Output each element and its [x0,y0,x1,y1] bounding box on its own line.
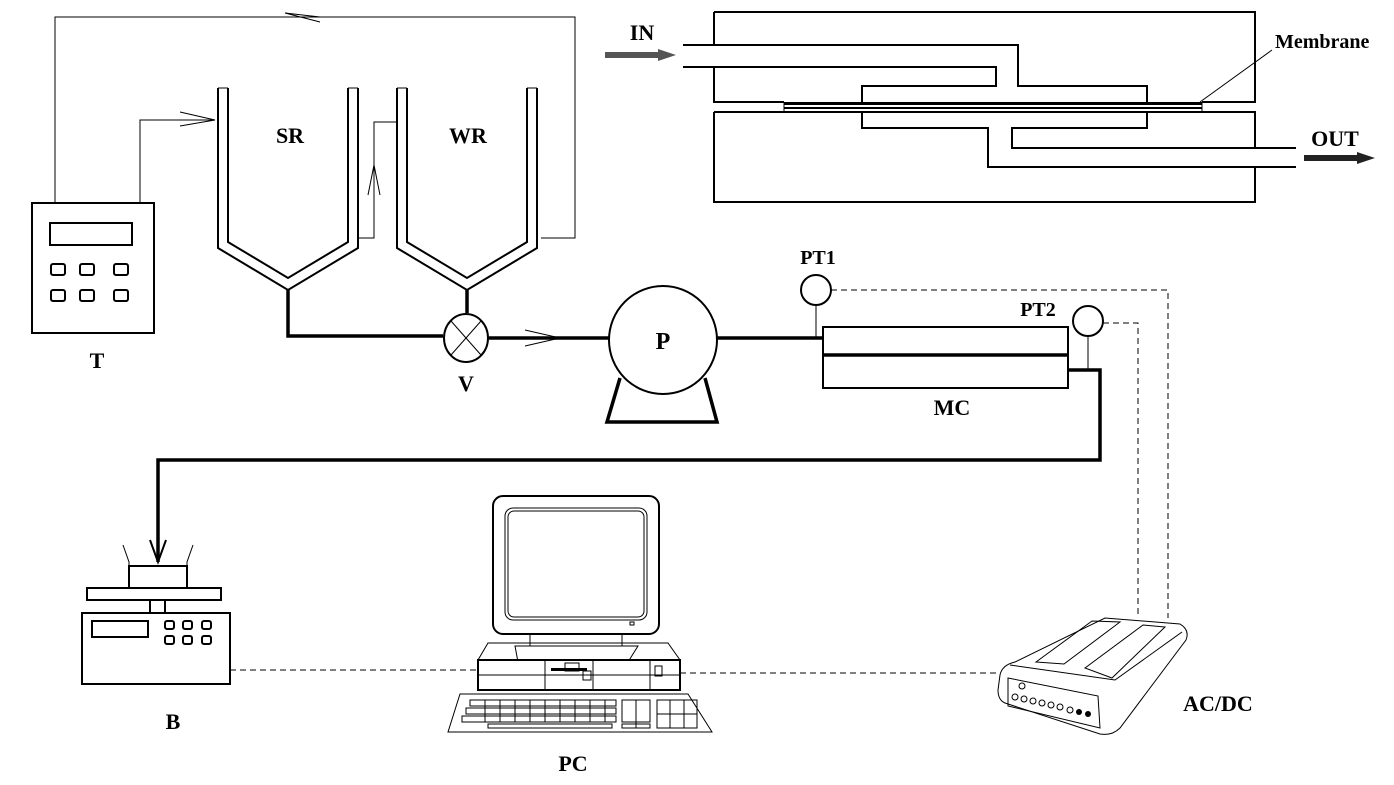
valve-label: V [458,371,474,396]
balance-buttons [164,620,212,645]
supply-reservoir-label: SR [276,123,305,148]
computer-label: PC [558,751,587,776]
monitor [492,495,660,635]
acdc-converter: AC/DC [997,617,1253,735]
membrane-label: Membrane [1275,31,1370,53]
pressure-transducer-1: PT1 [800,247,836,338]
loop-arrow-icon [367,164,381,196]
loop-arrow-icon [179,111,216,127]
pt1-label: PT1 [800,247,836,269]
membrane-layer [784,102,1202,105]
pump-label: P [656,329,671,355]
balance: B [81,544,231,734]
keyboard-keys [461,699,698,729]
thermostat: T [31,202,155,373]
pump: P [604,285,720,424]
wash-reservoir: WR [396,87,538,292]
outlet-label: OUT [1311,126,1359,151]
inlet-label: IN [630,20,655,45]
process-pipes [149,290,1102,565]
valve: V [443,313,489,396]
thermostat-loop [54,12,576,239]
monitor-screen [507,510,645,618]
cell-cross-section: Membrane IN OUT [605,11,1375,203]
outlet-arrow-icon [1304,152,1375,164]
converter-label: AC/DC [1183,691,1253,716]
flow-arrow-icon [149,539,167,565]
thermostat-display [49,222,133,246]
loop-arrow-icon [284,12,321,23]
flow-arrow-icon [524,329,561,347]
balance-label: B [166,709,181,734]
thermostat-label: T [90,348,105,373]
supply-reservoir: SR [217,87,359,292]
membrane-cell-label: MC [934,395,971,420]
inlet-arrow-icon [605,49,676,61]
thermostat-buttons [50,263,129,302]
pressure-transducer-2: PT2 [1020,299,1104,370]
signal-lines [230,289,1169,674]
wash-reservoir-label: WR [449,123,488,148]
membrane-cell: MC [822,326,1069,420]
computer: PC [447,495,713,776]
membrane-leader-line [1199,49,1273,103]
keyboard [447,693,713,733]
balance-display [91,620,149,638]
pt2-label: PT2 [1020,299,1056,321]
converter-ports [1011,682,1091,717]
